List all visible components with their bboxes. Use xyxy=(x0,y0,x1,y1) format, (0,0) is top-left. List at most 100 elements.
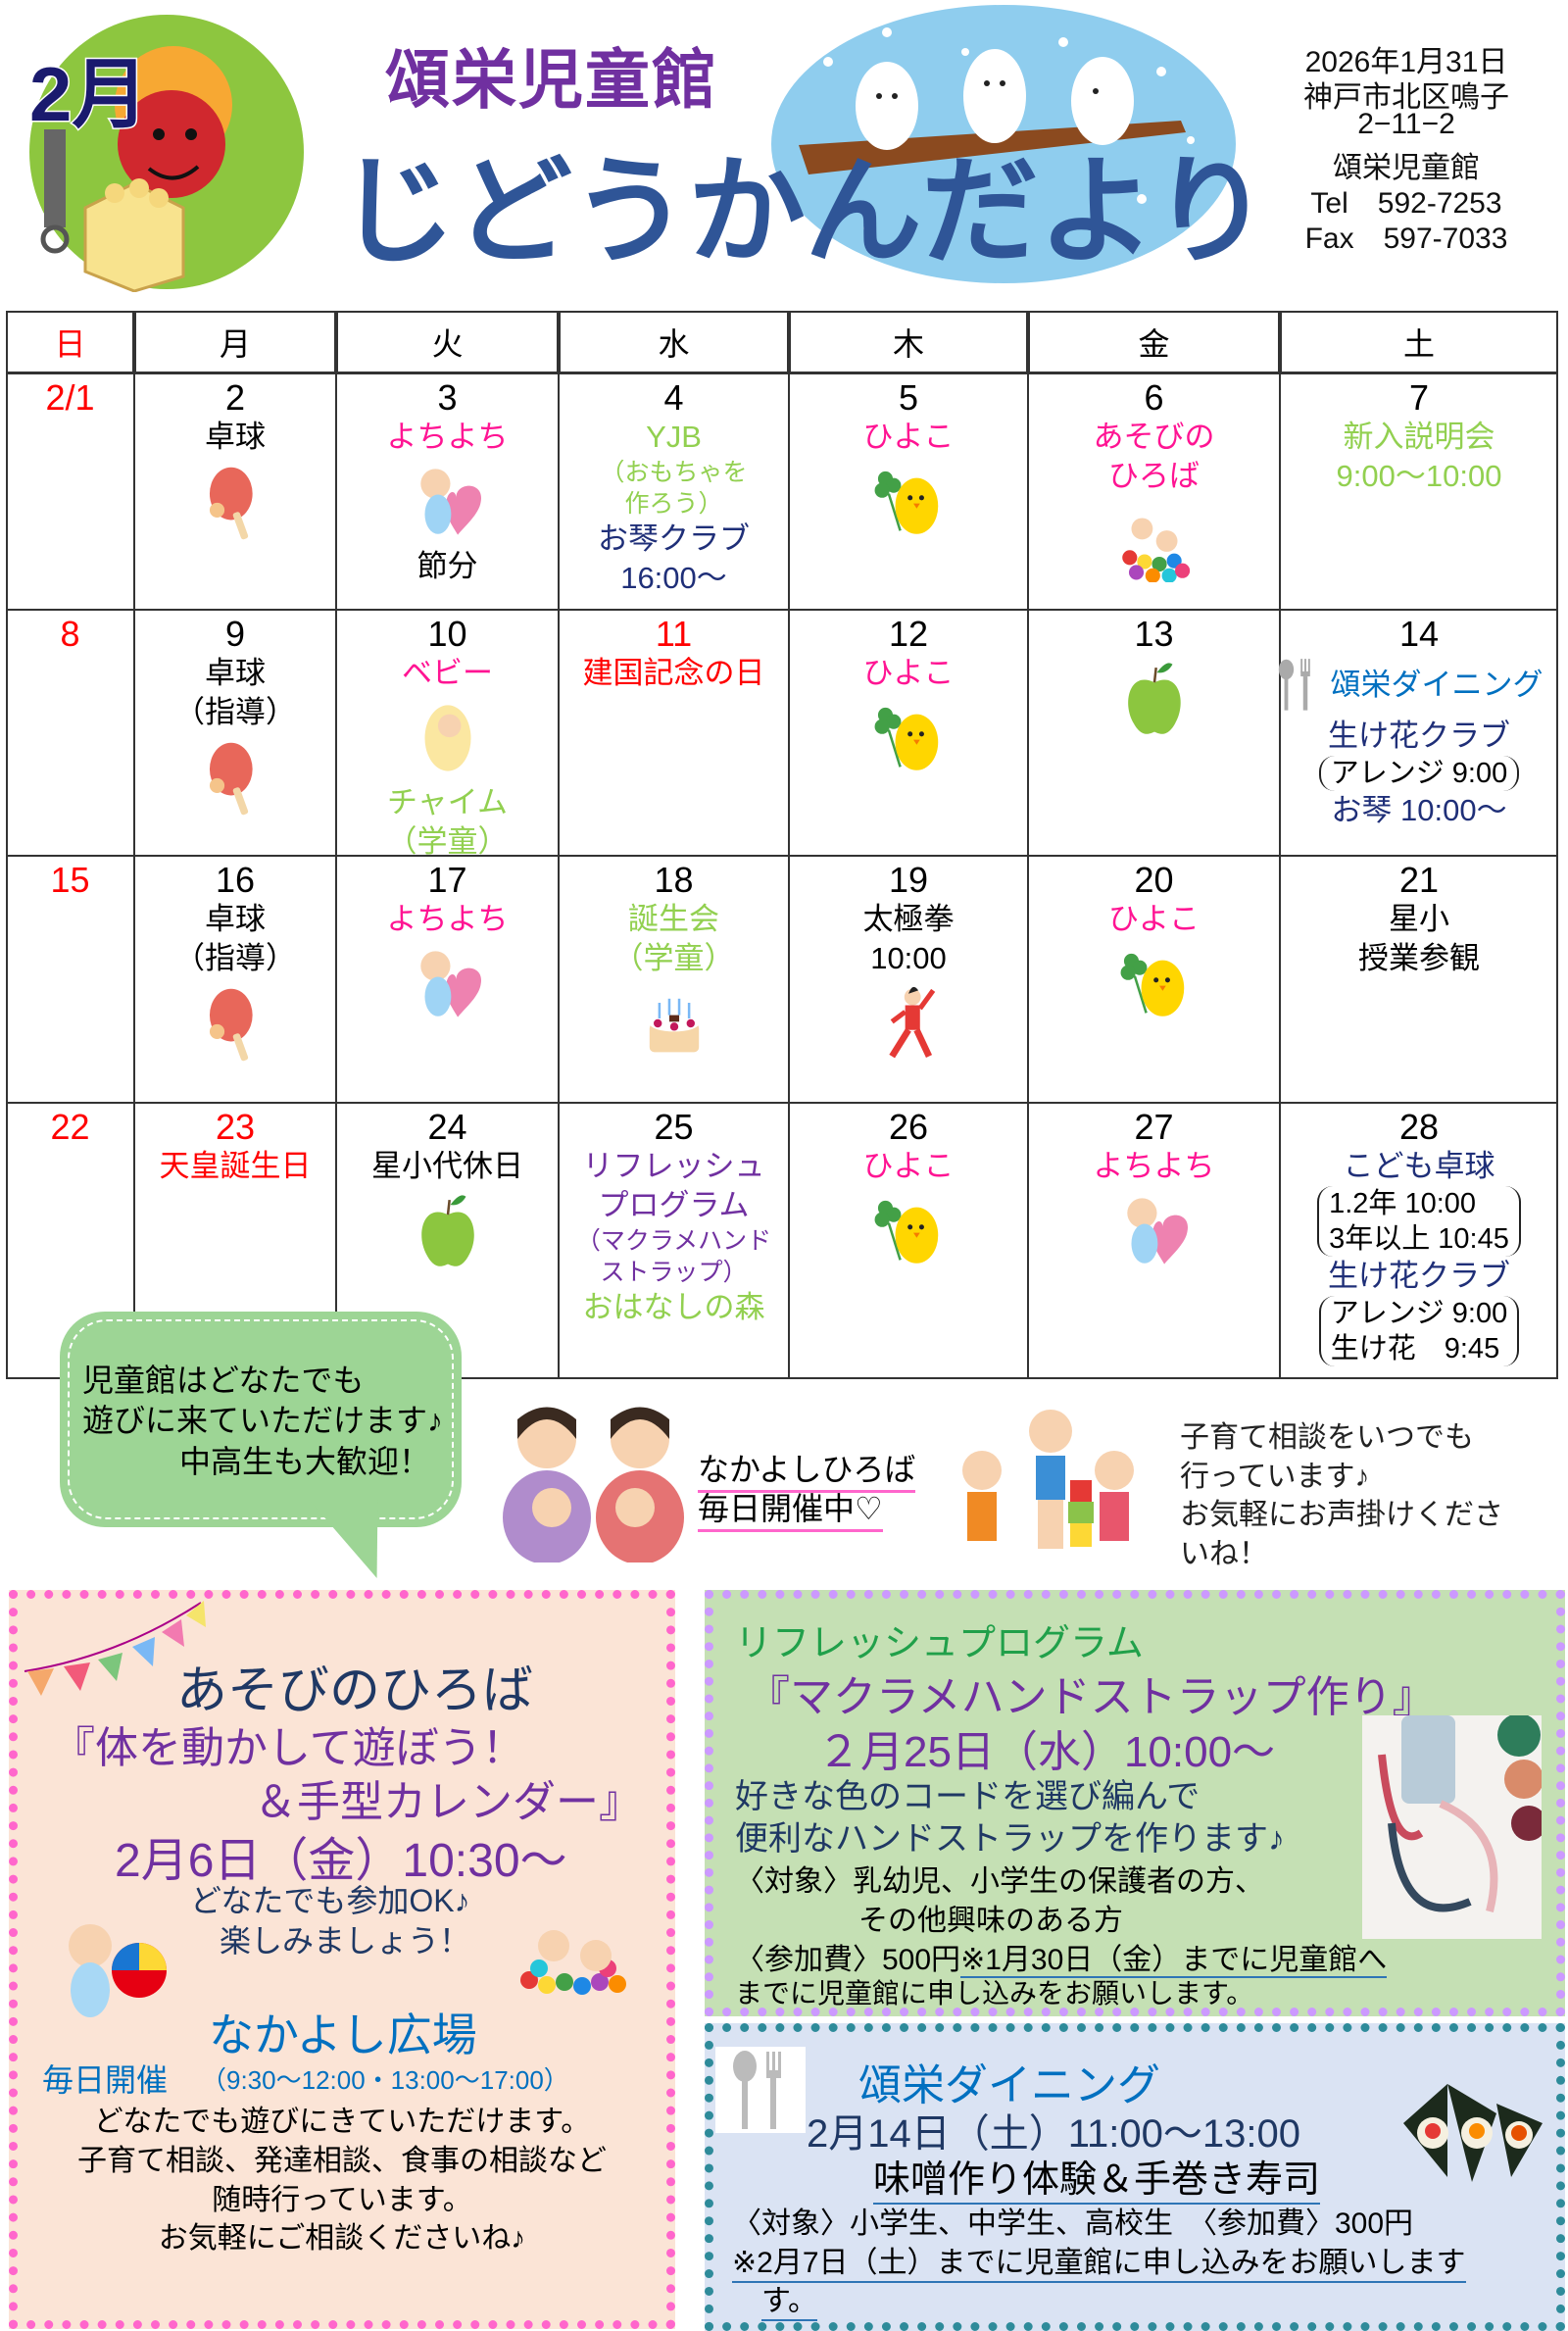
event-label: 1.2年 10:00 xyxy=(1329,1188,1477,1219)
event-label: 卓球 xyxy=(205,420,266,454)
nakayoshi-title: なかよし広場 xyxy=(209,2009,477,2060)
ballpit-icon xyxy=(1113,500,1196,583)
day-number: 2/1 xyxy=(45,377,95,418)
welcome-speech-bubble xyxy=(60,1312,462,1527)
refresh-apply: までに児童館に申し込みをお願いします。 xyxy=(735,1978,1254,2009)
event-label: ひよこ xyxy=(1108,902,1200,936)
day-number: 2 xyxy=(224,377,246,418)
dining-title: 頌栄ダイニング xyxy=(858,2061,1160,2109)
pingpong-icon xyxy=(194,736,276,818)
event-label: アレンジ 9:00 xyxy=(1330,1298,1508,1329)
dining-section xyxy=(705,2023,1565,2331)
mothers-babies-illustration xyxy=(498,1400,689,1564)
dining-date: 2月14日（土）11:00～13:00 xyxy=(807,2112,1300,2156)
consult-line-3: お気軽にお声掛けくださ xyxy=(1180,1499,1503,1531)
event-label: 新入説明会 xyxy=(1343,420,1495,454)
refresh-fee: 〈参加費〉500円※1月30日（金）までに児童館へ xyxy=(735,1935,1388,1978)
address-org: 頌栄児童館 xyxy=(1333,152,1480,184)
cutlery-icon xyxy=(1266,654,1329,717)
apple-icon xyxy=(1113,658,1196,740)
event-label: （学童） xyxy=(612,941,735,975)
day-number: 8 xyxy=(60,614,80,654)
time-bracket: アレンジ 9:00 xyxy=(1318,756,1520,791)
event-label: お琴クラブ xyxy=(598,521,750,556)
day-number: 28 xyxy=(1398,1107,1440,1147)
nakayoshi-desc-3: 随時行っています。 xyxy=(212,2184,472,2216)
org-name: 頌栄児童館 xyxy=(385,43,718,116)
day-number: 12 xyxy=(888,614,929,654)
event-label: 卓球 xyxy=(205,902,266,936)
macrame-strap-photo xyxy=(1362,1713,1546,1939)
refresh-target-1: 〈対象〉乳幼児、小学生の保護者の方、 xyxy=(735,1865,1264,1898)
event-label: 授業参観 xyxy=(1358,941,1480,975)
refresh-deadline: ※1月30日（金）までに児童館へ xyxy=(960,1944,1388,1978)
day-number: 4 xyxy=(663,377,684,418)
event-label: リフレッシュ xyxy=(582,1149,765,1183)
event-label: 9:00～10:00 xyxy=(1336,459,1502,493)
baby-icon xyxy=(407,697,489,779)
event-label: 節分 xyxy=(416,549,478,583)
welcome-line-3: 中高生も大歓迎！ xyxy=(179,1444,431,1479)
event-label: 誕生会 xyxy=(628,902,719,936)
nakayoshi-hours: （9:30～12:00・13:00～17:00） xyxy=(201,2065,569,2095)
event-label: 頌栄ダイニング xyxy=(1330,668,1544,702)
day-number: 15 xyxy=(50,860,90,900)
asobi-date: 2月6日（金）10:30～ xyxy=(115,1835,567,1887)
setsubun-oni-illustration xyxy=(29,15,304,293)
weekday-header: 火 xyxy=(336,311,559,373)
day-number: 5 xyxy=(898,377,919,418)
event-label: ひよこ xyxy=(862,1149,955,1183)
event-label: 作ろう） xyxy=(624,490,723,518)
dining-target-fee: 〈対象〉小学生、中学生、高校生 〈参加費〉300円 xyxy=(732,2207,1414,2240)
day-number: 23 xyxy=(215,1107,256,1147)
phone-number: Tel 592-7253 xyxy=(1310,187,1502,220)
refresh-desc-1: 好きな色のコードを選び編んで xyxy=(735,1778,1200,1815)
address-number: 2−11−2 xyxy=(1357,108,1455,140)
refresh-title: リフレッシュプログラム xyxy=(735,1623,1144,1664)
day-number: 6 xyxy=(1144,377,1164,418)
day-number: 19 xyxy=(888,860,929,900)
newsletter-title: じどうかんだより xyxy=(338,146,1270,277)
consult-line-2: 行っています♪ xyxy=(1180,1461,1370,1493)
event-label: 16:00～ xyxy=(620,561,727,595)
bunting-flags-icon xyxy=(20,1598,206,1696)
day-number: 22 xyxy=(50,1107,90,1147)
nakayoshi-hiroba-label: なかよしひろば xyxy=(698,1445,916,1493)
event-label: 生け花クラブ xyxy=(1328,1259,1510,1293)
issue-date: 2026年1月31日 xyxy=(1304,46,1508,78)
asobi-subtitle-2: ＆手型カレンダー』 xyxy=(254,1778,642,1826)
baby-heart-icon xyxy=(407,943,489,1025)
refresh-fee-amount: 〈参加費〉500円 xyxy=(735,1944,961,1976)
event-label: 生け花 9:45 xyxy=(1330,1333,1500,1364)
consult-line-4: いね！ xyxy=(1180,1538,1268,1570)
event-label: ベビー xyxy=(402,656,493,690)
weekday-header: 土 xyxy=(1280,311,1558,373)
weekday-header: 水 xyxy=(559,311,789,373)
event-label: ストラップ） xyxy=(600,1259,748,1286)
event-label: 星小 xyxy=(1389,902,1449,936)
event-label: （おもちゃを xyxy=(600,459,748,486)
day-number: 24 xyxy=(427,1107,467,1147)
dining-deadline-tail: す。 xyxy=(761,2276,817,2321)
event-label: （指導） xyxy=(174,941,296,975)
event-label: （マクラメハンド xyxy=(575,1227,772,1255)
calendar-day-cell: 15 xyxy=(6,856,134,1103)
nakayoshi-daily: 毎日開催 xyxy=(42,2062,169,2098)
event-label: 卓球 xyxy=(205,656,266,690)
asobi-line-2: 楽しみましょう！ xyxy=(220,1923,471,1959)
day-number: 9 xyxy=(224,614,246,654)
event-label: （指導） xyxy=(174,695,296,729)
event-label: YJB xyxy=(646,420,702,454)
event-label: ひろば xyxy=(1108,459,1200,493)
nakayoshi-daily-label: 毎日開催中♡ xyxy=(698,1484,883,1532)
